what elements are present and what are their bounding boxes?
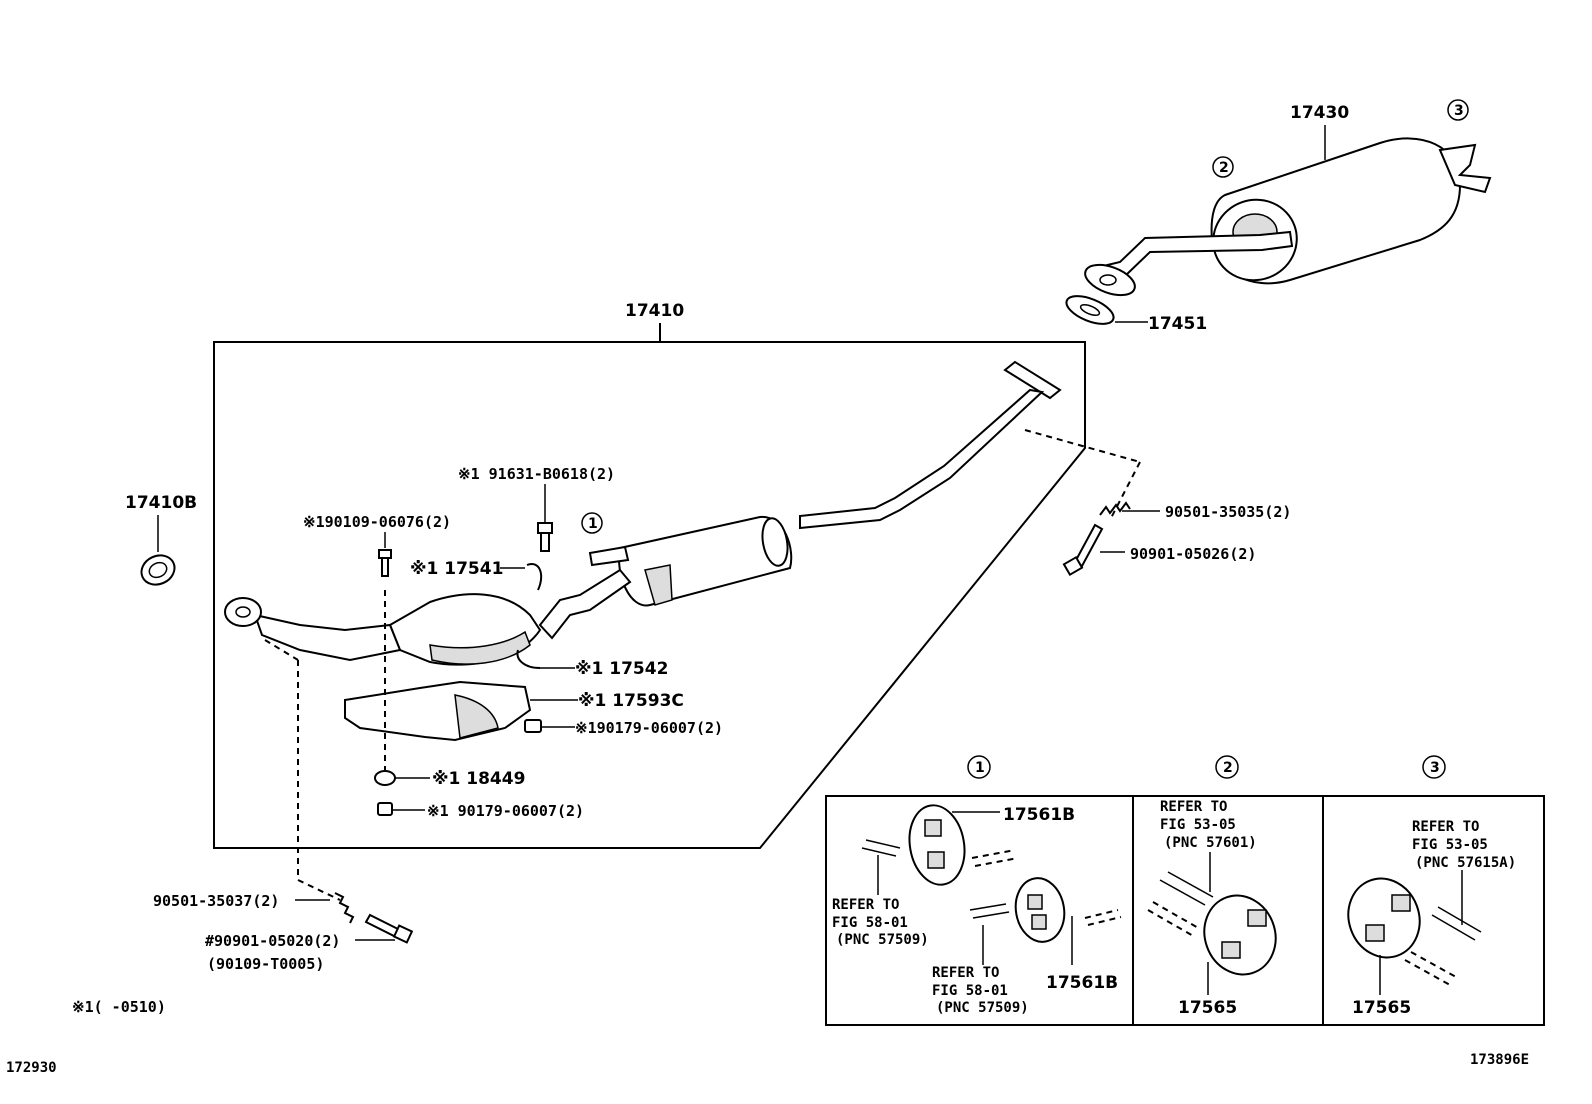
panel2-refer-line2: FIG 53-05 — [1160, 817, 1236, 833]
panel3-refer-line2: FIG 53-05 — [1412, 837, 1488, 853]
gasket-17410b-icon — [140, 515, 176, 586]
label-17430: 17430 — [1290, 103, 1349, 123]
panel2-refer-line3: (PNC 57601) — [1164, 835, 1257, 851]
bolt-91631-icon — [537, 484, 553, 552]
bolt-90901-05026-icon — [1062, 523, 1125, 577]
label-17410: 17410 — [625, 301, 684, 321]
label-18449: ※1 18449 — [432, 769, 525, 789]
svg-text:1: 1 — [975, 760, 985, 776]
hanger-17561b-b-icon — [877, 855, 1122, 965]
label-17565-a: 17565 — [1178, 998, 1237, 1018]
svg-text:2: 2 — [1219, 160, 1229, 176]
panel1-refer-b-line2: FIG 58-01 — [932, 983, 1008, 999]
label-17565-b: 17565 — [1352, 998, 1411, 1018]
label-90501-35037: 90501-35037(2) — [153, 892, 279, 910]
nut-90179-a-icon — [524, 719, 575, 733]
marker-3: 3 — [1447, 99, 1469, 121]
muffler-17430-icon — [1084, 125, 1492, 297]
label-90109-06076: ※190109-06076(2) — [303, 513, 451, 531]
spring-90501-35035-icon — [1099, 501, 1160, 516]
label-90901-05026: 90901-05026(2) — [1130, 545, 1256, 563]
panel3-refer-line1: REFER TO — [1412, 819, 1479, 835]
front-pipe-icon — [224, 360, 1062, 666]
panel-2-marker: 2 — [1215, 755, 1239, 779]
marker-2: 2 — [1212, 156, 1234, 178]
hanger-17561b-a-icon — [861, 804, 1019, 886]
svg-text:3: 3 — [1430, 760, 1440, 776]
panel3-refer-line3: (PNC 57615A) — [1415, 855, 1516, 871]
spring-90501-35037-icon — [295, 892, 355, 924]
clamp-17541-icon — [500, 563, 543, 591]
label-17593c: ※1 17593C — [578, 691, 684, 711]
panel1-refer-a-line2: FIG 58-01 — [832, 915, 908, 931]
label-90179-06007-a: ※190179-06007(2) — [575, 719, 723, 737]
label-17410b: 17410B — [125, 493, 197, 513]
label-90179-06007-b: ※1 90179-06007(2) — [427, 802, 584, 820]
label-91631-b0618: ※1 91631-B0618(2) — [458, 465, 615, 483]
hanger-17565-a-icon — [1147, 852, 1277, 995]
panel2-refer-line1: REFER TO — [1160, 799, 1227, 815]
inset-frame — [825, 795, 1545, 1026]
label-17451: 17451 — [1148, 314, 1207, 334]
marker-1: 1 — [581, 512, 603, 534]
svg-text:2: 2 — [1223, 760, 1233, 776]
bolt-90109-06076-icon — [378, 532, 392, 770]
panel1-refer-a-line3: (PNC 57509) — [836, 932, 929, 948]
corner-code-right: 173896E — [1470, 1052, 1529, 1068]
nut-90179-b-icon — [377, 802, 425, 816]
label-90501-35035: 90501-35035(2) — [1165, 503, 1291, 521]
panel-1-marker: 1 — [967, 755, 991, 779]
svg-text:1: 1 — [588, 516, 598, 532]
label-17561b-b: 17561B — [1046, 973, 1118, 993]
hanger-17565-b-icon — [1347, 870, 1482, 995]
bolt-90901-05020-icon — [355, 913, 414, 944]
label-17542: ※1 17542 — [575, 659, 668, 679]
panel-3-marker: 3 — [1422, 755, 1446, 779]
footnote: ※1( -0510) — [72, 998, 166, 1016]
panel1-refer-b-line1: REFER TO — [932, 965, 999, 981]
heat-insulator-icon — [344, 680, 532, 742]
label-17561b-a: 17561B — [1003, 805, 1075, 825]
label-17541: ※1 17541 — [410, 559, 503, 579]
panel1-refer-a-line1: REFER TO — [832, 897, 899, 913]
svg-text:3: 3 — [1454, 103, 1464, 119]
clamp-17542-icon — [516, 649, 575, 669]
panel1-refer-b-line3: (PNC 57509) — [936, 1000, 1029, 1016]
label-90109-t0005: (90109-T0005) — [207, 955, 324, 973]
ring-18449-icon — [374, 770, 430, 786]
dash-upper-a — [1024, 429, 1141, 463]
label-90901-05020: #90901-05020(2) — [205, 932, 340, 950]
dash-lower-c — [297, 879, 341, 901]
corner-code-left: 172930 — [6, 1060, 57, 1076]
assembly-17410-bracket — [213, 323, 1086, 849]
gasket-17451-icon — [1065, 295, 1148, 325]
